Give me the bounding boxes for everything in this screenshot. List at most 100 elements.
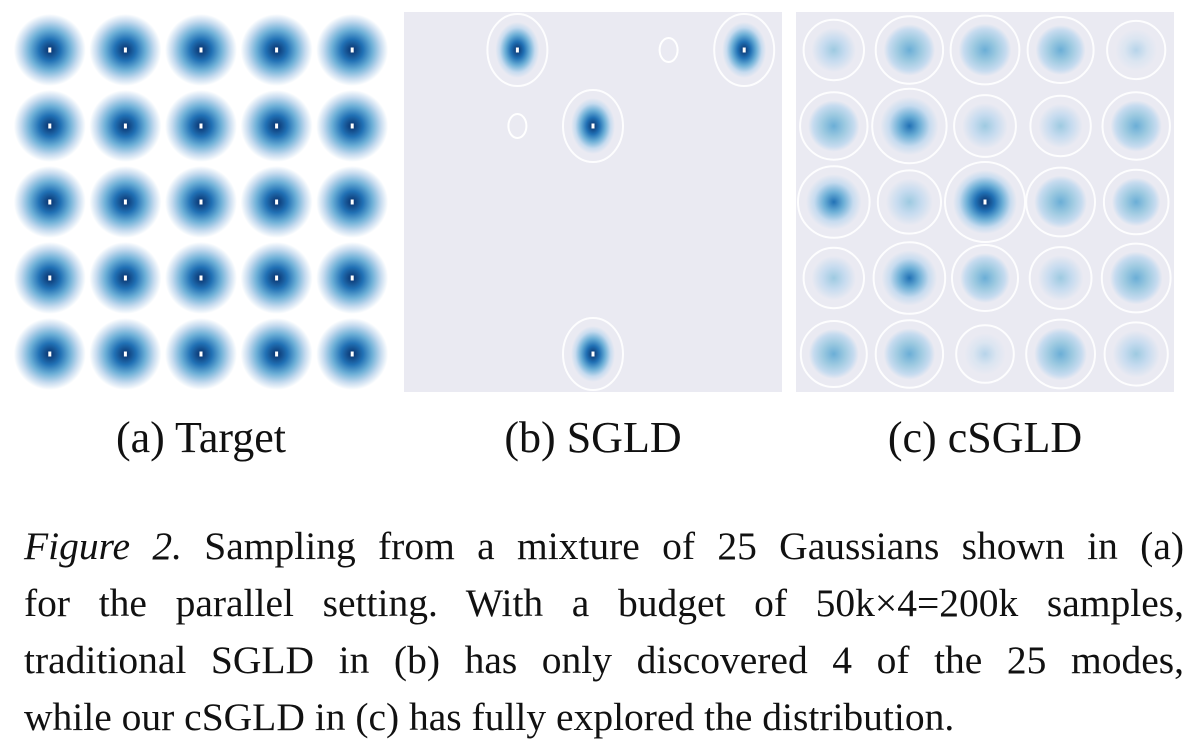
- gaussian-mode: [880, 96, 939, 156]
- mode-peak-marker: [350, 123, 354, 129]
- mode-peak-marker: [123, 123, 127, 129]
- mode-peak-marker: [48, 123, 52, 129]
- mode-contour: [562, 89, 624, 163]
- caption-line-2: for the parallel setting. With a budget …: [24, 581, 1184, 625]
- mode-contour: [1029, 94, 1092, 158]
- mode-peak-marker: [275, 199, 279, 205]
- mode-peak-marker: [48, 199, 52, 205]
- target-density-svg: [12, 12, 390, 392]
- mode-peak-marker: [275, 123, 279, 129]
- gaussian-mode: [962, 103, 1008, 149]
- gaussian-mode: [1109, 251, 1163, 305]
- gaussian-mode: [1038, 103, 1083, 149]
- mode-contour: [1100, 242, 1172, 314]
- mode-peak-marker: [123, 47, 127, 53]
- gaussian-mode: [1111, 177, 1161, 227]
- mode-peak-marker: [350, 275, 354, 281]
- gaussian-mode: [1034, 327, 1087, 381]
- mode-peak-marker: [983, 199, 987, 205]
- mode-peak-marker: [199, 47, 203, 53]
- mode-contour: [802, 18, 865, 82]
- mode-contour: [876, 169, 943, 235]
- gaussian-mode: [811, 27, 856, 73]
- gaussian-mode: [1035, 25, 1086, 75]
- gaussian-mode: [1110, 100, 1162, 152]
- gaussian-mode: [808, 329, 859, 379]
- mode-contour: [953, 94, 1017, 158]
- mode-contour: [1106, 19, 1167, 81]
- gaussian-mode: [811, 255, 856, 301]
- gaussian-mode: [1034, 175, 1087, 229]
- mode-contour: [486, 13, 549, 87]
- gaussian-mode: [960, 253, 1010, 303]
- mode-peak-marker: [199, 123, 203, 129]
- mode-contour: [1101, 91, 1171, 161]
- mode-contour: [799, 320, 868, 388]
- subfigure-a-caption: (a) Target: [116, 413, 286, 462]
- gaussian-mode: [1037, 255, 1084, 301]
- mode-peak-marker: [350, 47, 354, 53]
- caption-line-1-text: Sampling from a mixture of 25 Gaussians …: [204, 524, 1184, 568]
- mode-peak-marker: [123, 199, 127, 205]
- mode-contour: [874, 15, 945, 85]
- mode-contour: [1103, 321, 1169, 387]
- csgld-density-plot: [796, 12, 1174, 392]
- mode-peak-marker: [48, 351, 52, 357]
- mode-contour: [949, 14, 1021, 86]
- mode-contour: [874, 319, 945, 389]
- gaussian-mode: [806, 174, 862, 230]
- mode-contour: [1028, 246, 1093, 310]
- mode-contour: [1102, 168, 1170, 236]
- mode-peak-marker: [48, 275, 52, 281]
- figure-caption: Figure 2. Sampling from a mixture of 25 …: [24, 518, 1184, 746]
- mode-contour: [1025, 166, 1097, 238]
- mode-peak-marker: [515, 47, 519, 53]
- mode-peak-marker: [350, 351, 354, 357]
- mode-peak-marker: [123, 351, 127, 357]
- mode-peak-marker: [591, 123, 595, 129]
- mode-peak-marker: [350, 199, 354, 205]
- gaussian-mode: [883, 24, 936, 76]
- mode-contour: [872, 241, 947, 315]
- gaussian-mode: [808, 100, 860, 152]
- faint-contour: [658, 37, 679, 63]
- mode-peak-marker: [199, 199, 203, 205]
- mode-contour: [955, 324, 1015, 384]
- gaussian-mode: [881, 250, 938, 306]
- sgld-density-svg: [404, 12, 782, 392]
- mode-contour: [562, 317, 624, 391]
- gaussian-mode: [883, 328, 936, 380]
- mode-peak-marker: [199, 351, 203, 357]
- csgld-density-svg: [796, 12, 1174, 392]
- target-density-plot: [12, 12, 390, 392]
- figure-label: Figure 2.: [24, 524, 182, 568]
- subfigure-c-caption: (c) cSGLD: [887, 413, 1083, 462]
- mode-peak-marker: [275, 47, 279, 53]
- mode-contour: [944, 161, 1026, 243]
- gaussian-mode: [1112, 330, 1160, 378]
- mode-contour: [797, 165, 871, 239]
- gaussian-mode: [964, 333, 1006, 375]
- mode-contour: [799, 91, 869, 161]
- sgld-density-plot: [404, 12, 782, 392]
- mode-peak-marker: [48, 47, 52, 53]
- gaussian-mode: [885, 178, 933, 226]
- mode-peak-marker: [199, 275, 203, 281]
- mode-peak-marker: [275, 351, 279, 357]
- caption-line-4: while our cSGLD in (c) has fully explore…: [24, 695, 955, 739]
- caption-line-1: Figure 2. Sampling from a mixture of 25 …: [24, 518, 1184, 575]
- mode-contour: [713, 13, 776, 87]
- faint-contour: [507, 113, 528, 139]
- caption-line-3: traditional SGLD in (b) has only discove…: [24, 638, 1184, 682]
- mode-contour: [951, 244, 1019, 312]
- mode-peak-marker: [742, 47, 746, 53]
- mode-peak-marker: [275, 275, 279, 281]
- gaussian-mode: [958, 23, 1012, 77]
- mode-contour: [1025, 318, 1097, 390]
- gaussian-mode: [1115, 28, 1158, 72]
- mode-contour: [1026, 16, 1095, 84]
- mode-peak-marker: [591, 351, 595, 357]
- mode-contour: [871, 87, 948, 165]
- mode-contour: [802, 246, 865, 310]
- mode-peak-marker: [123, 275, 127, 281]
